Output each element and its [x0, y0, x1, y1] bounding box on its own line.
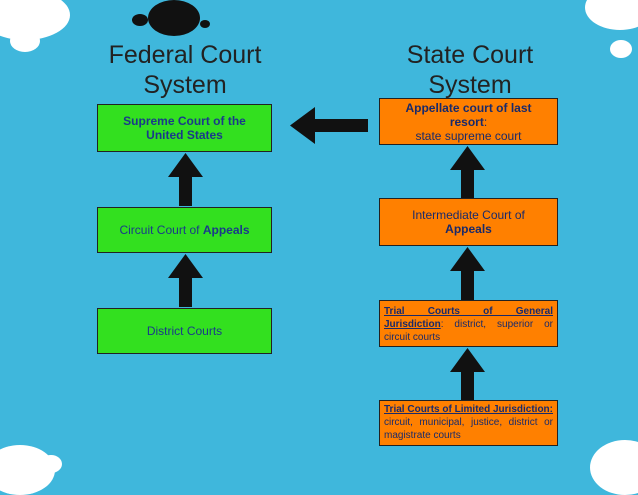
circuit-court-box: Circuit Court of Appeals — [97, 207, 272, 253]
district-courts-label: District Courts — [146, 324, 223, 338]
federal-heading: Federal Court System — [90, 40, 280, 100]
supreme-court-label: Supreme Court of the United States — [123, 114, 246, 142]
arrow-general-to-intermediate — [450, 247, 485, 300]
paint-splatter-bottom-left-2 — [40, 455, 62, 473]
federal-heading-line1: Federal Court — [108, 41, 262, 69]
circuit-court-bold: Appeals — [202, 223, 250, 237]
circuit-court-label: Circuit Court of Appeals — [119, 223, 249, 237]
limited-jurisdiction-rest: circuit, municipal, justice, district or… — [384, 417, 553, 441]
arrow-district-to-circuit — [168, 254, 203, 307]
paint-splatter-bottom-right — [590, 440, 638, 495]
federal-heading-line2: System — [143, 71, 227, 99]
arrow-limited-to-general — [450, 348, 485, 400]
state-heading: State Court System — [375, 40, 565, 100]
circuit-court-prefix: Circuit Court of — [119, 223, 203, 237]
paint-splatter-top-left-2 — [10, 30, 40, 52]
ink-splatter-top-3 — [200, 20, 210, 28]
arrow-intermediate-to-last-resort — [450, 146, 485, 198]
limited-jurisdiction-bold: Trial Courts of Limited Jurisdiction: — [384, 404, 553, 415]
last-resort-colon: : — [483, 114, 488, 129]
last-resort-line2: resort: — [450, 115, 487, 129]
intermediate-court-box: Intermediate Court of Appeals — [379, 198, 558, 246]
supreme-court-box: Supreme Court of the United States — [97, 104, 272, 152]
ink-splatter-top-2 — [132, 14, 148, 26]
ink-splatter-top — [148, 0, 200, 36]
last-resort-bold2: resort — [449, 114, 484, 129]
arrow-state-to-supreme — [290, 107, 368, 144]
general-jurisdiction-box: Trial Courts of General Jurisdiction: di… — [379, 300, 558, 347]
paint-splatter-top-right — [585, 0, 638, 30]
last-resort-box: Appellate court of last resort: state su… — [379, 98, 558, 145]
last-resort-sub: state supreme court — [415, 128, 522, 143]
last-resort-line1: Appellate court of last — [405, 100, 532, 115]
intermediate-court-line1: Intermediate Court of — [412, 208, 525, 222]
arrow-circuit-to-supreme — [168, 153, 203, 206]
intermediate-court-bold: Appeals — [445, 222, 492, 236]
limited-jurisdiction-box: Trial Courts of Limited Jurisdiction: ci… — [379, 400, 558, 446]
paint-splatter-top-right-2 — [610, 40, 632, 58]
general-jurisdiction-bold: Trial Courts of General Jurisdiction — [384, 306, 553, 330]
state-heading-line2: System — [428, 71, 512, 99]
district-courts-box: District Courts — [97, 308, 272, 354]
general-jurisdiction-rest: : district, superior or circuit courts — [384, 319, 553, 343]
state-heading-line1: State Court — [406, 41, 534, 69]
